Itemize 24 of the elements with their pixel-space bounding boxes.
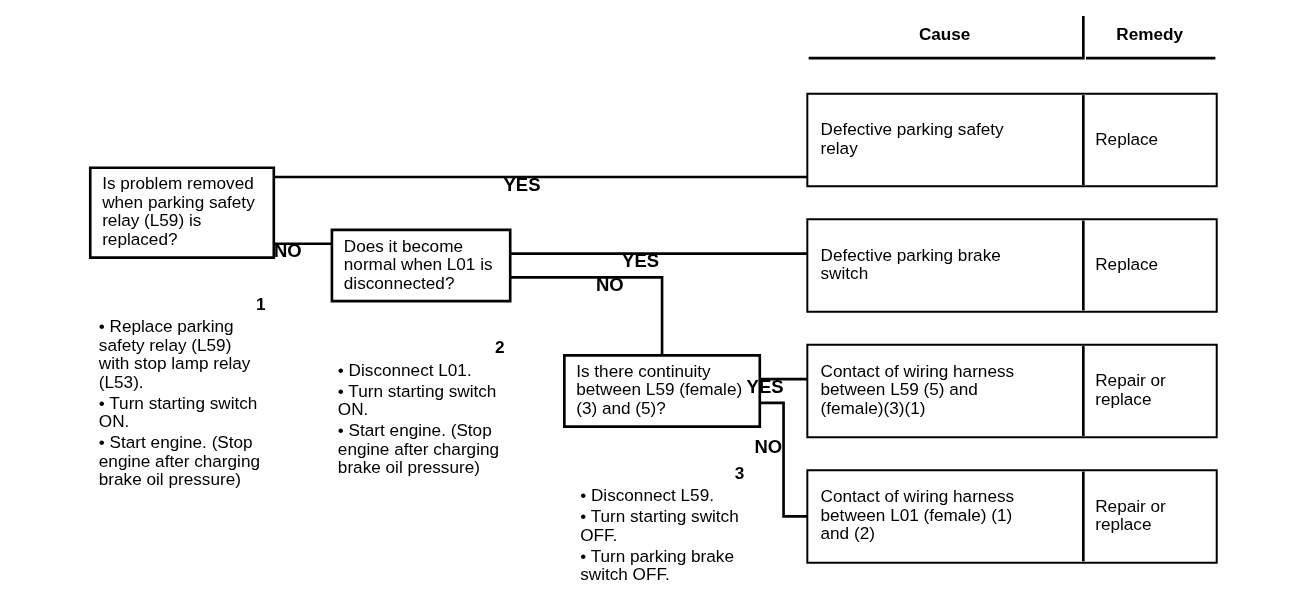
edge-label: NO: [754, 436, 782, 458]
node-label: • Start engine. (Stop engine after charging brake oil pressure): [337, 420, 499, 478]
connector: [510, 252, 807, 255]
node-label: • Replace parking safety relay (L59) with stop lamp relay (L53).: [98, 316, 250, 392]
node-label: • Turn starting switch OFF.: [579, 506, 739, 545]
node-label: • Turn starting switch ON.: [98, 392, 257, 432]
node-label: • Disconnect L01.: [337, 359, 472, 380]
connector: [273, 175, 807, 179]
node-label: • Turn starting switch ON.: [337, 380, 496, 420]
node-label: • Turn parking brake switch OFF.: [579, 545, 734, 585]
node-label: • Start engine. (Stop engine after charging brake oil pressure): [98, 432, 260, 490]
label: Remedy: [1115, 24, 1183, 45]
edge-label: YES: [503, 173, 541, 195]
node-label: 3: [734, 462, 744, 483]
node-box: Is problem removed when parking safety relay (L59) is replaced?: [88, 166, 275, 259]
node-box: Does it become normal when L01 is disconnected?: [330, 228, 511, 303]
node-label: • Disconnect L59.: [579, 485, 714, 506]
connector: [759, 401, 807, 518]
connector: [509, 276, 663, 356]
node-label: 1: [255, 293, 266, 314]
connector: [273, 242, 332, 246]
label: Cause: [918, 24, 970, 45]
node-label: 2: [494, 337, 505, 358]
edge-label: NO: [595, 273, 624, 295]
